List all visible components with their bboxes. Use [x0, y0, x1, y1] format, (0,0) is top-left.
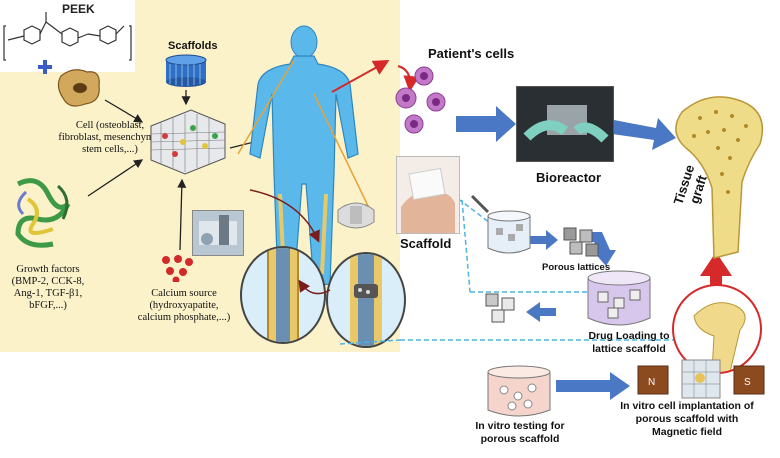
lattice-beaker-icon: [487, 210, 531, 254]
femur-closeup: [672, 284, 762, 374]
in-vitro-testing-label: In vitro testing for porous scaffold: [475, 420, 565, 445]
in-vitro-testing-beaker-icon: [487, 365, 551, 417]
bone-implant-closeup-left: [240, 246, 326, 344]
pipette-icon: [470, 194, 490, 214]
composite-scaffold-lattice-icon: [145, 106, 229, 176]
growth-factors-label: Growth factors (BMP-2, CCK-8, Ang-1, TGF…: [11, 264, 85, 311]
bioreactor-photo: [516, 86, 614, 162]
tissue-graft-bone-icon: [675, 96, 764, 259]
svg-text:S: S: [744, 377, 751, 388]
loaded-lattice-icon: [485, 293, 515, 323]
peek-title: PEEK: [62, 2, 95, 16]
calcium-source-icon: [160, 254, 194, 284]
porous-lattices-icon: [563, 227, 599, 257]
cell-label: Cell (osteoblast, fibroblast, mesenchyma…: [58, 120, 162, 155]
growth-factor-protein-icon: [8, 174, 78, 254]
peek-structure-icon: [3, 12, 132, 61]
plus-icon: [38, 60, 52, 74]
in-vitro-implantation-label: In vitro cell implantation of porous sca…: [620, 400, 754, 438]
bone-implant-closeup-right: [326, 252, 406, 348]
scaffold-cylinder-icon: [164, 54, 208, 88]
cell-icon: [55, 66, 103, 110]
drug-loading-beaker-icon: [587, 270, 651, 326]
drug-loading-label: Drug Loading to lattice scaffold: [588, 330, 670, 355]
scaffold-photo: [396, 156, 460, 234]
porous-lattices-label: Porous lattices: [542, 262, 611, 273]
svg-text:N: N: [648, 377, 655, 388]
magnetic-field-icon: N S: [637, 359, 765, 399]
patients-cells-label: Patient's cells: [428, 46, 515, 61]
calcium-source-label: Calcium source (hydroxyapatite, calcium …: [137, 288, 231, 323]
composition-arrows: [87, 90, 264, 251]
scaffold-label: Scaffold: [400, 236, 452, 251]
peek-structure-box: [0, 0, 135, 72]
patient-cells-icon: [395, 66, 446, 134]
surgical-photo: [192, 210, 244, 256]
scaffolds-label: Scaffolds: [168, 40, 218, 52]
bioreactor-label: Bioreactor: [536, 170, 602, 185]
vertebra-implant-icon: [334, 196, 378, 234]
